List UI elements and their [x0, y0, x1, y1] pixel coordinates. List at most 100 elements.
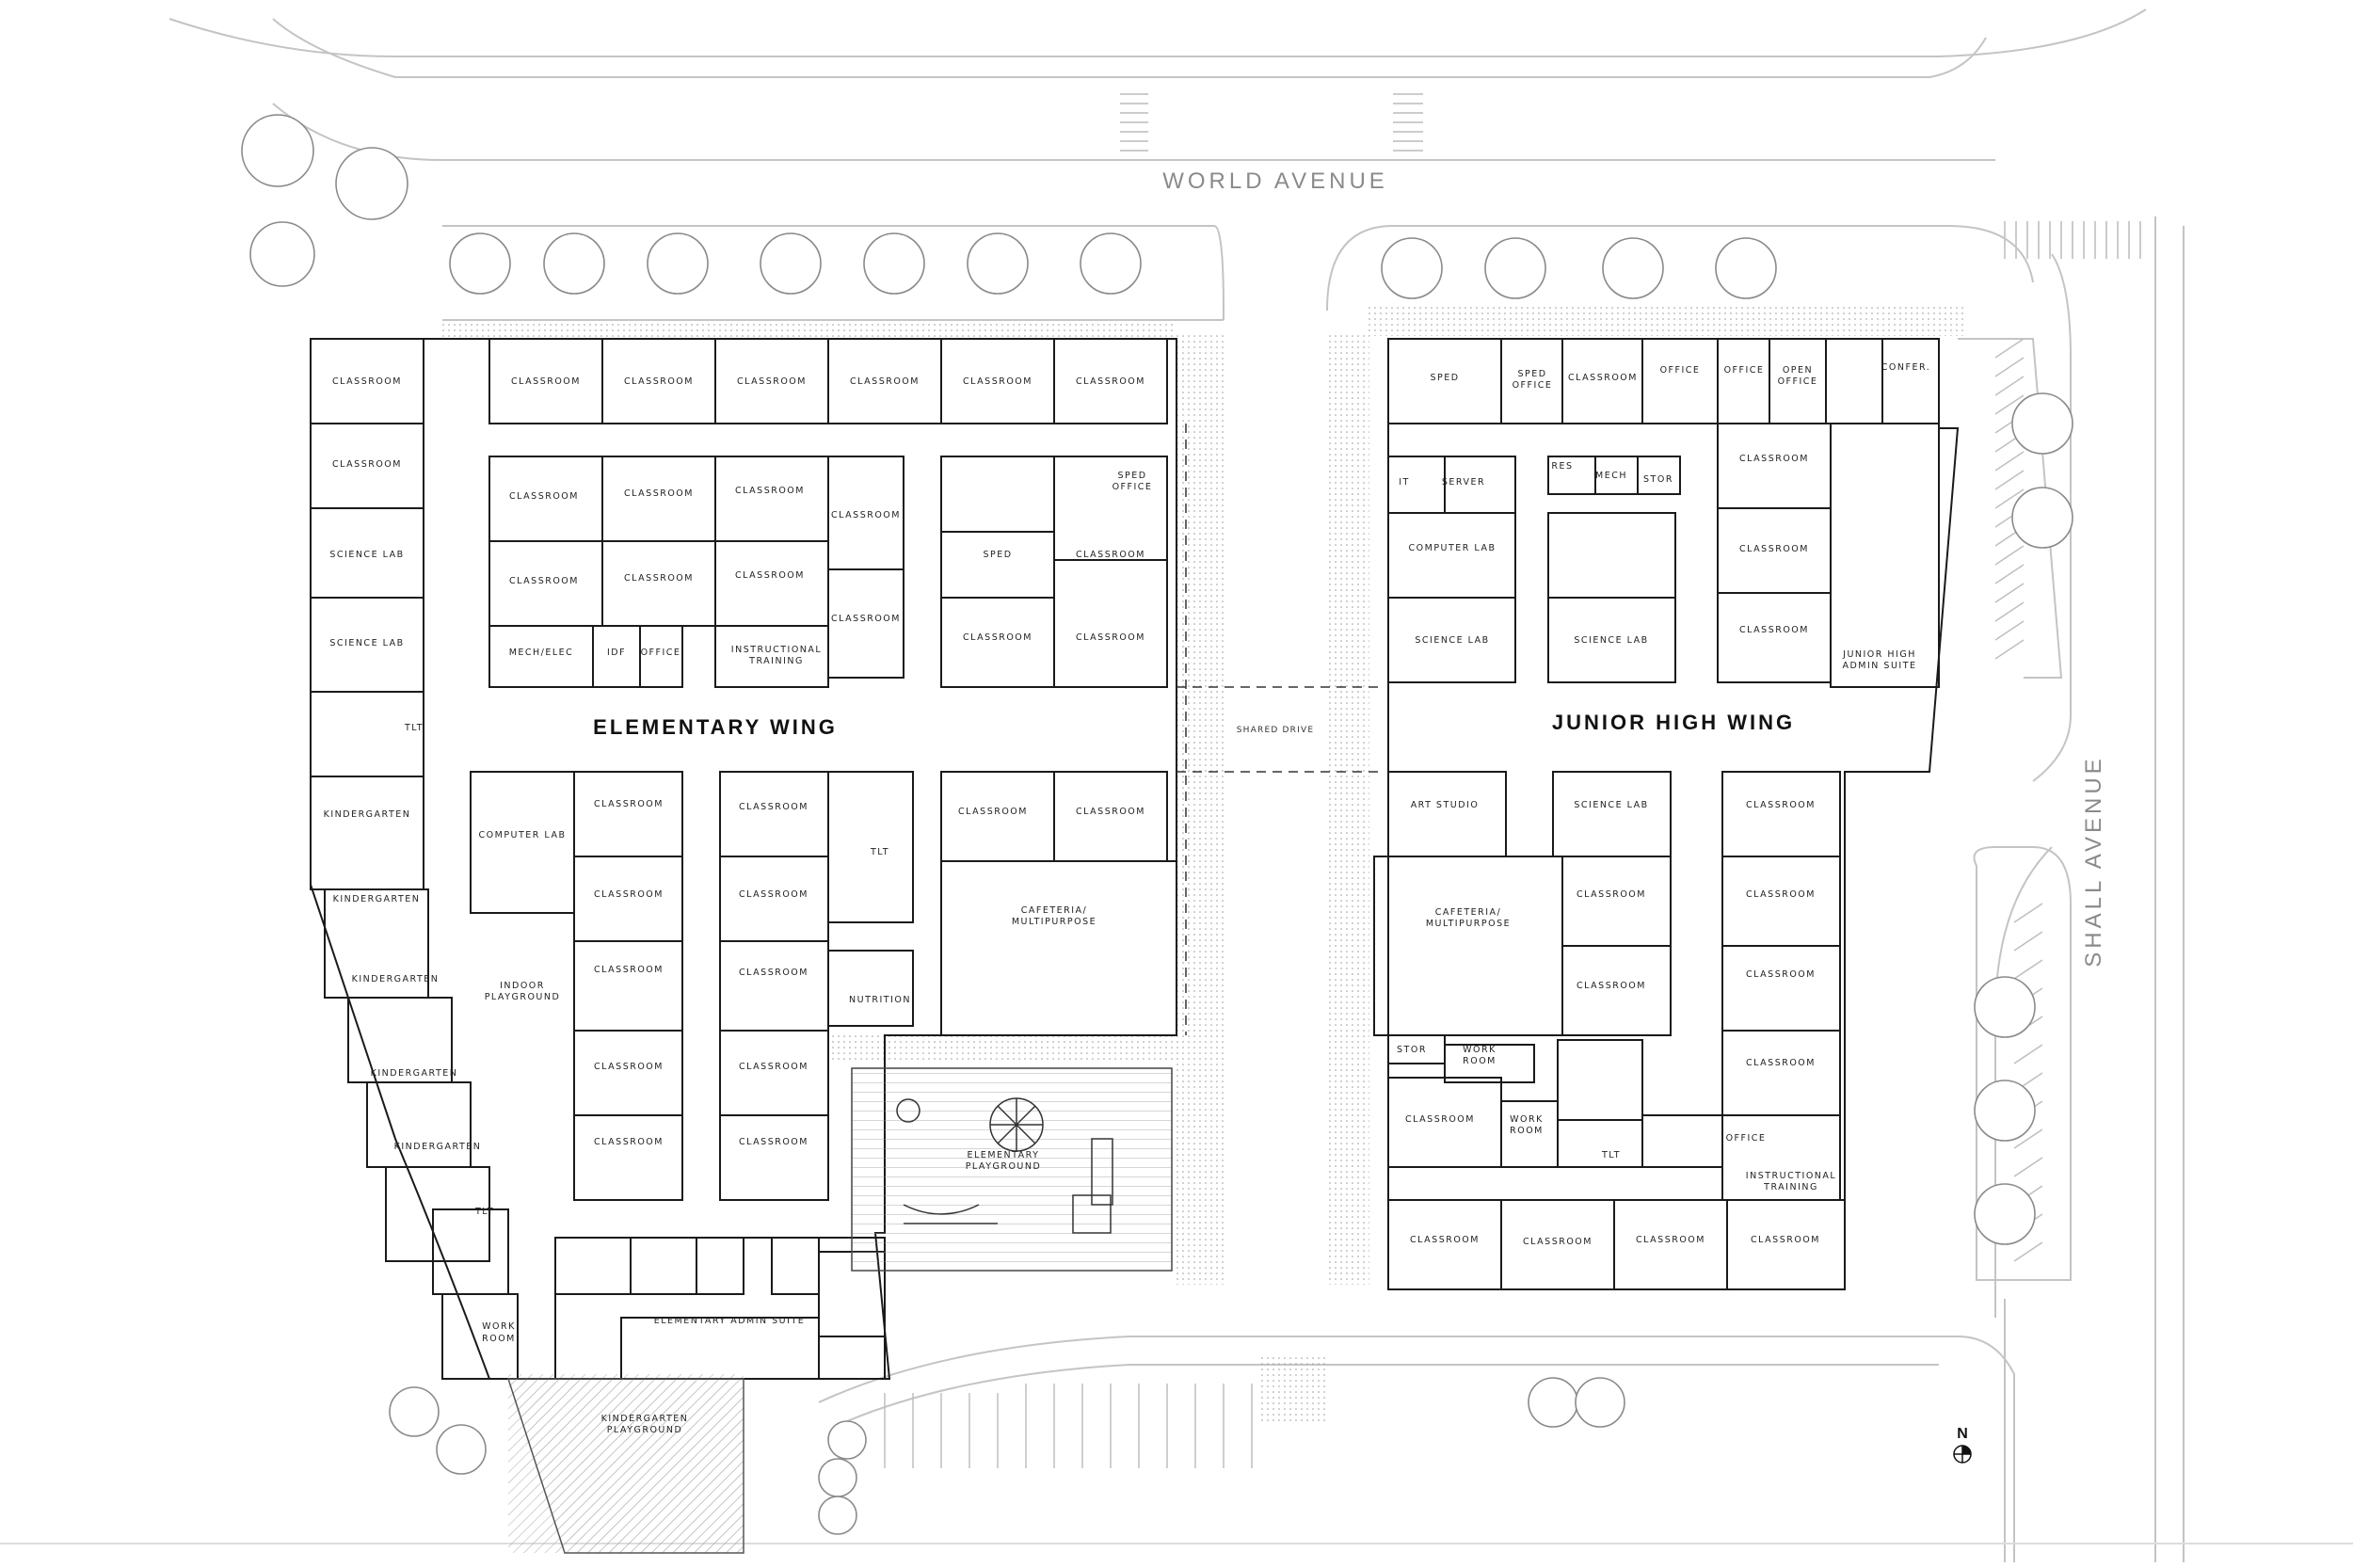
- room-label: CLASSROOM: [739, 802, 808, 812]
- room-label: ELEMENTARY: [968, 1150, 1040, 1160]
- room-label: TLT: [474, 1207, 494, 1217]
- room-label: CLASSROOM: [1746, 889, 1816, 900]
- room-label: TRAINING: [748, 656, 804, 666]
- room-label: CLASSROOM: [850, 376, 920, 387]
- room-label: CLASSROOM: [1739, 544, 1809, 554]
- room-label: JUNIOR HIGH: [1842, 649, 1916, 660]
- room-label: CLASSROOM: [831, 510, 901, 520]
- room-label: CLASSROOM: [958, 807, 1028, 817]
- room-label: ADMIN SUITE: [1842, 661, 1916, 671]
- room-label: CLASSROOM: [1523, 1237, 1593, 1247]
- room-label: CONFER.: [1881, 362, 1930, 373]
- room-label: OFFICE: [641, 648, 681, 658]
- room-label: CLASSROOM: [1746, 800, 1816, 810]
- room-label: TLT: [404, 723, 424, 733]
- room-label: WORK: [1463, 1045, 1497, 1055]
- room-label: INSTRUCTIONAL: [731, 645, 822, 655]
- shared-drive-label: SHARED DRIVE: [1237, 726, 1314, 735]
- junior-high-wing-plan: [1373, 338, 1960, 1290]
- elementary-playground-area: [851, 1067, 1173, 1272]
- room-label: CLASSROOM: [1751, 1235, 1820, 1245]
- junior-high-room-labels: SPED SPED OFFICE CLASSROOM OFFICE OFFICE…: [1397, 362, 1930, 1247]
- room-label: CLASSROOM: [624, 573, 694, 584]
- room-label: TLT: [870, 847, 889, 857]
- room-label: CLASSROOM: [1739, 454, 1809, 464]
- room-label: SCIENCE LAB: [329, 638, 404, 648]
- room-label: ROOM: [1463, 1056, 1497, 1066]
- room-label: OFFICE: [1112, 482, 1153, 492]
- room-label: CLASSROOM: [1577, 981, 1646, 991]
- room-label: NUTRITION: [849, 995, 911, 1005]
- room-label: SPED: [1517, 369, 1546, 379]
- room-label: INDOOR: [500, 981, 545, 991]
- room-label: CLASSROOM: [332, 376, 402, 387]
- trees: [241, 114, 2073, 1535]
- room-label: CLASSROOM: [1568, 373, 1638, 383]
- room-label: TLT: [1601, 1150, 1621, 1160]
- north-arrow: N: [1953, 1426, 1972, 1464]
- room-label: RES: [1551, 461, 1573, 472]
- room-label: CLASSROOM: [509, 491, 579, 502]
- room-label: CLASSROOM: [1636, 1235, 1705, 1245]
- room-label: KINDERGARTEN: [324, 809, 411, 820]
- room-label: CLASSROOM: [737, 376, 807, 387]
- room-label: ELEMENTARY ADMIN SUITE: [654, 1316, 806, 1326]
- room-label: CLASSROOM: [739, 889, 808, 900]
- room-label: OFFICE: [1724, 365, 1765, 376]
- room-label: KINDERGARTEN: [371, 1068, 458, 1079]
- room-label: CLASSROOM: [831, 614, 901, 624]
- room-label: ART STUDIO: [1411, 800, 1480, 810]
- parking-stripes: [884, 338, 2043, 1468]
- room-label: CLASSROOM: [1739, 625, 1809, 635]
- room-label: CLASSROOM: [735, 570, 805, 581]
- room-label: CLASSROOM: [963, 632, 1032, 643]
- room-label: OFFICE: [1778, 376, 1818, 387]
- room-label: INSTRUCTIONAL: [1746, 1171, 1836, 1181]
- room-label: OPEN: [1783, 365, 1813, 376]
- room-label: CLASSROOM: [963, 376, 1032, 387]
- room-label: CLASSROOM: [1076, 550, 1145, 560]
- room-label: MULTIPURPOSE: [1426, 919, 1511, 929]
- room-label: CLASSROOM: [1076, 807, 1145, 817]
- wing-label-elementary: ELEMENTARY WING: [593, 715, 838, 739]
- room-label: KINDERGARTEN: [333, 894, 421, 904]
- room-label: CLASSROOM: [624, 488, 694, 499]
- elementary-wing-plan: [310, 338, 1177, 1380]
- north-label: N: [1957, 1426, 1968, 1442]
- room-label: CLASSROOM: [1746, 969, 1816, 980]
- room-label: COMPUTER LAB: [1409, 543, 1497, 553]
- room-label: CLASSROOM: [594, 889, 664, 900]
- room-label: KINDERGARTEN: [352, 974, 440, 984]
- room-label: CLASSROOM: [1577, 889, 1646, 900]
- room-label: OFFICE: [1660, 365, 1701, 376]
- room-label: PLAYGROUND: [607, 1425, 683, 1435]
- room-label: KINDERGARTEN: [601, 1414, 689, 1424]
- room-label: OFFICE: [1513, 380, 1553, 391]
- room-label: SCIENCE LAB: [329, 550, 404, 560]
- room-label: STOR: [1397, 1045, 1427, 1055]
- room-label: CLASSROOM: [739, 1137, 808, 1147]
- room-label: CLASSROOM: [1076, 376, 1145, 387]
- room-label: CLASSROOM: [1405, 1114, 1475, 1125]
- room-label: CLASSROOM: [1746, 1058, 1816, 1068]
- room-label: MECH: [1595, 471, 1627, 481]
- room-label: SCIENCE LAB: [1574, 800, 1648, 810]
- room-label: ROOM: [1510, 1126, 1544, 1136]
- room-label: TRAINING: [1763, 1182, 1818, 1192]
- room-label: MECH/ELEC: [509, 648, 574, 658]
- room-label: SPED: [983, 550, 1012, 560]
- shared-drive: [1176, 424, 1379, 1035]
- kindergarten-playground-area: [506, 1378, 744, 1554]
- street-label-shall-avenue: SHALL AVENUE: [2081, 755, 2106, 967]
- elementary-room-labels: CLASSROOM CLASSROOM CLASSROOM CLASSROOM …: [324, 376, 1153, 1435]
- room-label: CLASSROOM: [624, 376, 694, 387]
- room-label: CLASSROOM: [1076, 632, 1145, 643]
- room-label: CLASSROOM: [594, 1062, 664, 1072]
- room-label: CLASSROOM: [594, 1137, 664, 1147]
- room-label: WORK: [1510, 1114, 1544, 1125]
- room-label: CLASSROOM: [332, 459, 402, 470]
- room-label: SCIENCE LAB: [1415, 635, 1489, 646]
- room-label: IT: [1399, 477, 1410, 488]
- room-label: OFFICE: [1726, 1133, 1767, 1144]
